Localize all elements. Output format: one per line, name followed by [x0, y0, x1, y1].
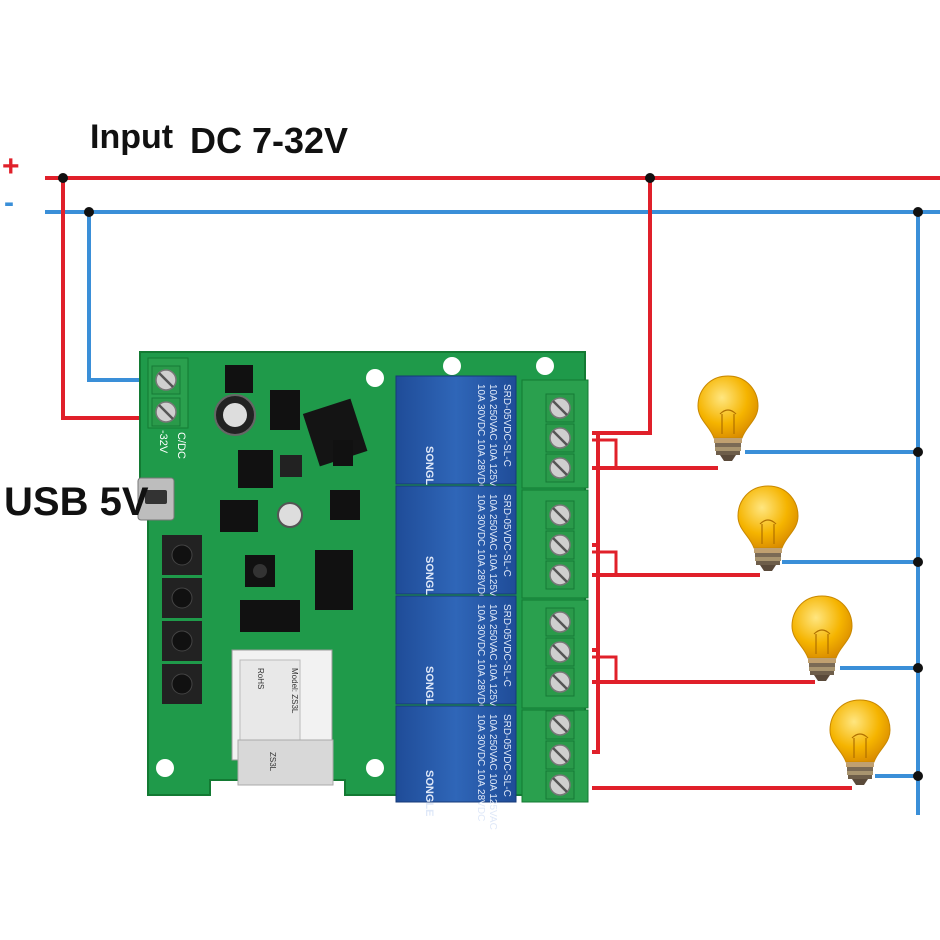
relay-model-3: SRD-05VDC-SL-C — [501, 604, 512, 687]
relay-1: SRD-05VDC-SL-C 10A 250VAC 10A 125VAC 10A… — [395, 375, 517, 500]
relay-rating-b-1: 10A 30VDC 10A 28VDC — [475, 384, 486, 491]
relay-brand-1: SONGLE — [423, 446, 435, 492]
relay-brand-2: SONGLE — [423, 556, 435, 602]
relay-bank: SRD-05VDC-SL-C 10A 250VAC 10A 125VAC 10A… — [395, 375, 517, 830]
bulb-2-icon — [737, 485, 799, 572]
module-rohs: RoHS — [256, 668, 265, 689]
relay-brand-4: SONGLE — [423, 770, 435, 816]
junction-dots — [58, 173, 923, 781]
board-power-wires — [61, 178, 150, 420]
relay-3: SRD-05VDC-SL-C 10A 250VAC 10A 125VAC 10A… — [395, 595, 517, 720]
voltage-label: DC 7-32V — [190, 120, 349, 161]
push-button-3[interactable] — [162, 621, 202, 661]
usb-port — [137, 477, 175, 521]
relay-model-1: SRD-05VDC-SL-C — [501, 384, 512, 467]
push-button-2[interactable] — [162, 578, 202, 618]
push-button-1[interactable] — [162, 535, 202, 575]
negative-return-wires — [745, 212, 920, 815]
output-terminals — [521, 379, 589, 803]
relay-2: SRD-05VDC-SL-C 10A 250VAC 10A 125VAC 10A… — [395, 485, 517, 610]
zigbee-module: Model: ZS3L RoHS ZS3L — [231, 649, 334, 786]
relay-feed-wire — [592, 178, 652, 754]
relay-4: SRD-05VDC-SL-C 10A 250VAC 10A 125VAC 10A… — [395, 705, 517, 830]
terminal-label-2: -32V — [157, 430, 169, 454]
relay-rating-a-1: 10A 250VAC 10A 125VAC — [487, 384, 498, 500]
bulb-1-icon — [697, 375, 759, 462]
relay-rating-b-4: 10A 30VDC 10A 28VDC — [475, 714, 486, 821]
relay-board: C/DC -32V — [137, 351, 589, 830]
button-column — [162, 535, 202, 704]
module-model: Model: ZS3L — [290, 668, 299, 714]
relay-rating-b-3: 10A 30VDC 10A 28VDC — [475, 604, 486, 711]
module-shield-label: ZS3L — [268, 752, 277, 772]
relay-rating-b-2: 10A 30VDC 10A 28VDC — [475, 494, 486, 601]
relay-rating-a-4: 10A 250VAC 10A 125VAC — [487, 714, 498, 830]
relay-brand-3: SONGLE — [423, 666, 435, 712]
positive-sign: + — [2, 150, 20, 183]
relay-model-2: SRD-05VDC-SL-C — [501, 494, 512, 577]
usb-label: USB 5V — [4, 480, 149, 524]
relay-rating-a-2: 10A 250VAC 10A 125VAC — [487, 494, 498, 610]
relay-rating-a-3: 10A 250VAC 10A 125VAC — [487, 604, 498, 720]
bulb-output-wires — [592, 466, 852, 790]
push-button-4[interactable] — [162, 664, 202, 704]
relay-model-4: SRD-05VDC-SL-C — [501, 714, 512, 797]
terminal-label-1: C/DC — [175, 432, 187, 459]
input-label: Input — [90, 118, 174, 156]
power-terminal — [147, 357, 189, 429]
bulb-4-icon — [829, 699, 891, 786]
negative-sign: - — [4, 186, 14, 219]
